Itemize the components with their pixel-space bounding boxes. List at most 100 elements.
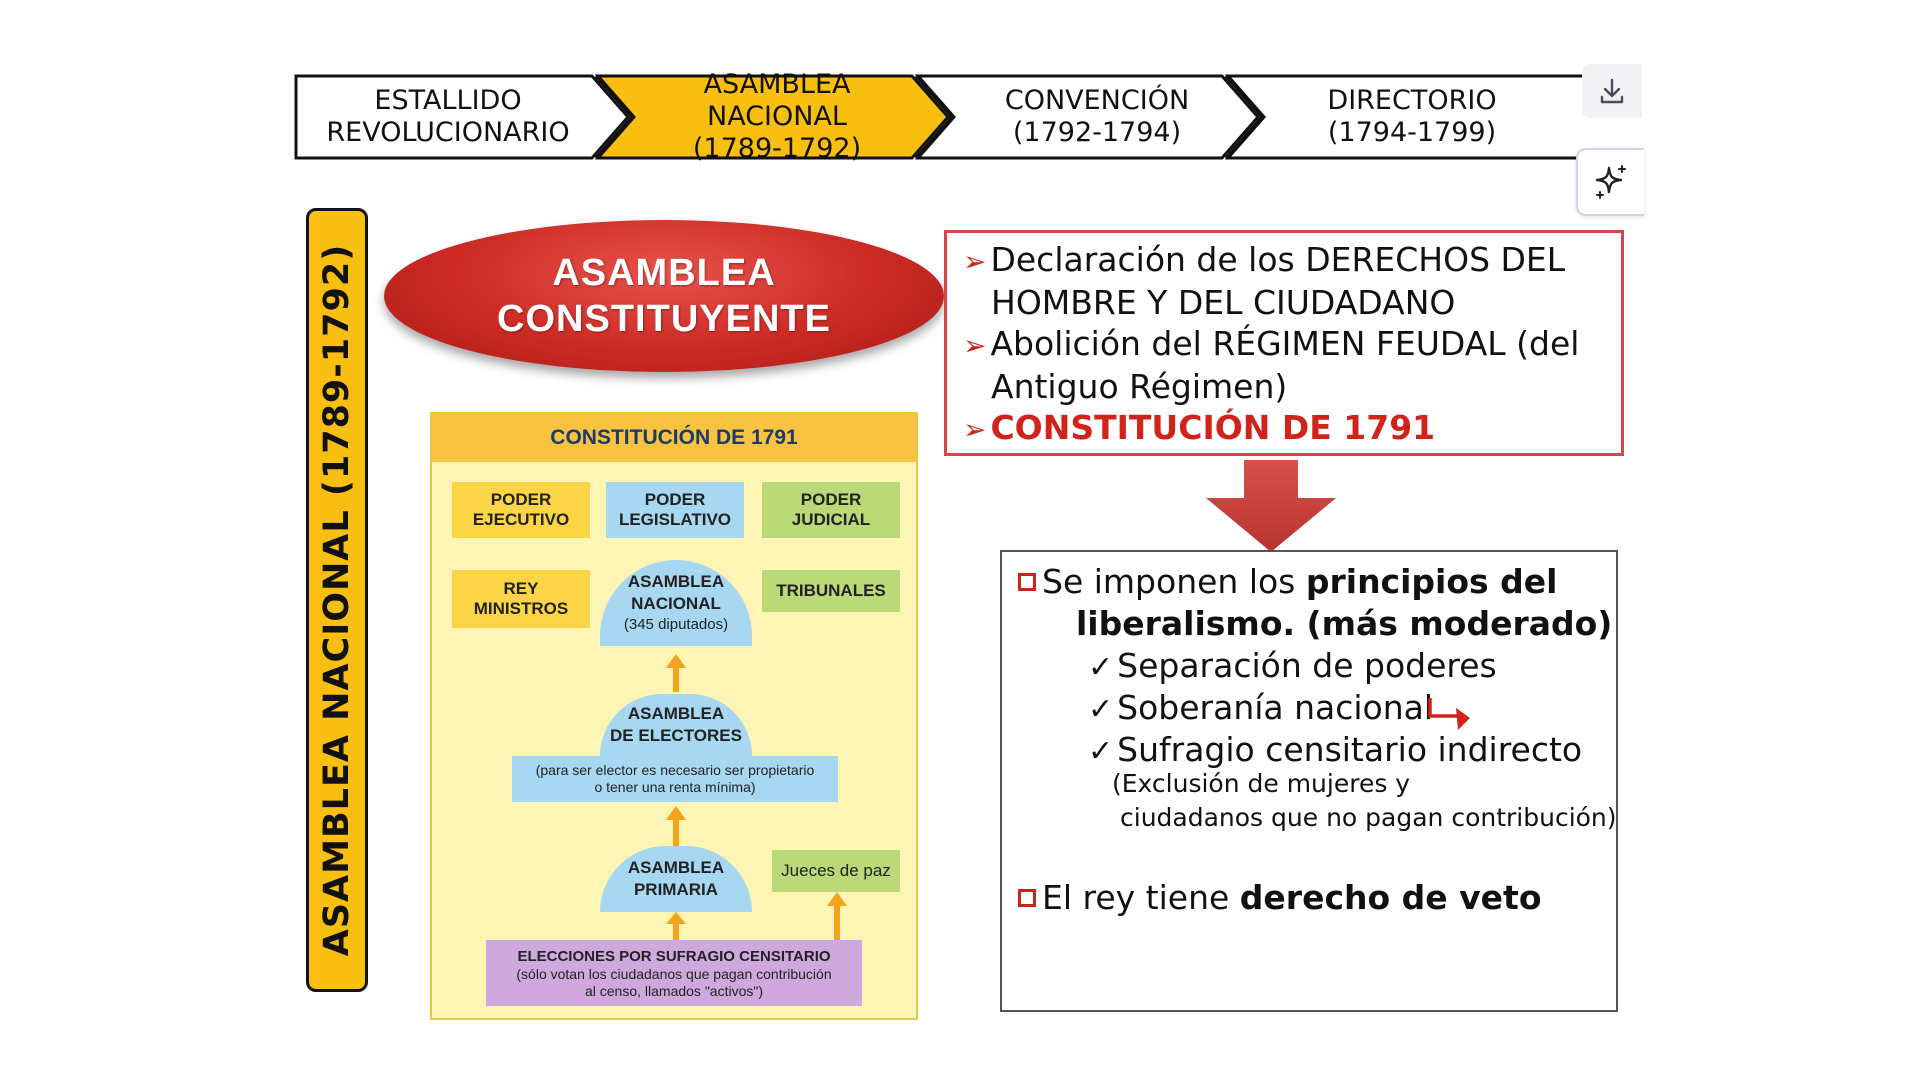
ai-assist-button[interactable] <box>1576 148 1644 216</box>
electores-note-line2: o tener una renta mínima) <box>594 779 756 795</box>
constitucion-title: CONSTITUCIÓN DE 1791 <box>432 414 916 462</box>
exclusion-note-line2: ciudadanos que no pagan contribución) <box>1120 803 1617 832</box>
asamblea-electores-line2: DE ELECTORES <box>610 726 742 745</box>
elecciones-line3: al censo, llamados "activos") <box>584 982 763 999</box>
poder-legislativo-box: PODER LEGISLATIVO <box>606 482 744 538</box>
poder-legislativo-line2: LEGISLATIVO <box>618 510 732 529</box>
asamblea-electores-dome: ASAMBLEA DE ELECTORES <box>600 694 752 756</box>
vertical-banner: ASAMBLEA NACIONAL (1789-1792) <box>306 208 368 992</box>
liberalismo-line2: liberalismo. (más moderado) <box>1076 604 1613 643</box>
square-bullet-icon <box>1018 573 1036 591</box>
timeline-step-4-line1: DIRECTORIO <box>1327 85 1497 116</box>
asamblea-nacional-line2: NACIONAL <box>631 594 721 613</box>
liberalismo-intro: Se imponen los principios del <box>1018 562 1557 602</box>
tribunales-box: TRIBUNALES <box>762 570 900 612</box>
download-button[interactable] <box>1582 64 1642 118</box>
veto-line: El rey tiene derecho de veto <box>1018 878 1542 918</box>
arrow-up-3-icon <box>666 912 686 940</box>
arrow-up-1-icon <box>666 654 686 692</box>
timeline-step-2-line2: (1789-1792) <box>692 133 862 164</box>
check-soberania-text: Soberanía nacional <box>1117 688 1434 727</box>
fact-item-3: ➢CONSTITUCIÓN DE 1791 <box>963 407 1621 450</box>
vertical-banner-text: ASAMBLEA NACIONAL (1789-1792) <box>317 243 357 957</box>
down-arrow-icon <box>1206 460 1336 552</box>
electores-note-line1: (para ser elector es necesario ser propi… <box>535 762 815 778</box>
fact-item-2-line1: Abolición del RÉGIMEN FEUDAL (del <box>990 324 1580 363</box>
checkmark-icon: ✓ <box>1088 650 1114 685</box>
jueces-de-paz-text: Jueces de paz <box>781 861 891 880</box>
asamblea-nacional-diputados: (345 diputados) <box>623 616 729 633</box>
arrow-bullet-icon: ➢ <box>963 413 987 446</box>
asamblea-nacional-line1: ASAMBLEA <box>627 572 725 591</box>
red-turn-arrow-icon <box>1428 698 1470 730</box>
timeline-arrows <box>294 74 1582 160</box>
timeline-step-3-line2: (1792-1794) <box>1012 117 1182 148</box>
timeline: ESTALLIDO REVOLUCIONARIO ASAMBLEA NACION… <box>292 69 1582 164</box>
arrow-up-2-icon <box>666 806 686 846</box>
timeline-step-directorio: DIRECTORIO (1794-1799) <box>1262 80 1562 154</box>
arrow-bullet-icon: ➢ <box>963 245 987 278</box>
electores-note-box: (para ser elector es necesario ser propi… <box>512 756 838 802</box>
poder-legislativo-line1: PODER <box>644 490 706 509</box>
asamblea-constituyente-ellipse: ASAMBLEA CONSTITUYENTE <box>384 220 944 372</box>
fact-item-1-line1: Declaración de los DERECHOS DEL <box>990 240 1566 279</box>
check-separacion-text: Separación de poderes <box>1117 646 1497 685</box>
elecciones-box: ELECCIONES POR SUFRAGIO CENSITARIO (sólo… <box>486 940 862 1006</box>
timeline-step-4-shape <box>1224 74 1582 160</box>
timeline-step-1-line1: ESTALLIDO <box>374 85 522 116</box>
poder-judicial-line1: PODER <box>800 490 862 509</box>
square-bullet-icon <box>1018 889 1036 907</box>
poder-ejecutivo-line1: PODER <box>490 490 552 509</box>
checkmark-icon: ✓ <box>1088 734 1114 769</box>
fact-item-1-line2: HOMBRE Y DEL CIUDADANO <box>991 283 1456 322</box>
timeline-step-2-shape <box>594 74 950 160</box>
facts-box: ➢Declaración de los DERECHOS DEL HOMBRE … <box>944 230 1624 456</box>
fact-item-3-text: CONSTITUCIÓN DE 1791 <box>990 408 1436 447</box>
check-sufragio-text: Sufragio censitario indirecto <box>1117 730 1583 769</box>
fact-item-2-line2: Antiguo Régimen) <box>991 367 1288 406</box>
asamblea-primaria-line1: ASAMBLEA <box>627 858 725 877</box>
timeline-step-4-line2: (1794-1799) <box>1327 117 1497 148</box>
asamblea-nacional-dome: ASAMBLEA NACIONAL (345 diputados) <box>600 560 752 646</box>
veto-bold: derecho de veto <box>1239 878 1542 917</box>
constitucion-diagram: CONSTITUCIÓN DE 1791 PODER EJECUTIVO POD… <box>430 412 918 1020</box>
liberalismo-intro-plain: Se imponen los <box>1042 562 1306 601</box>
arrow-bullet-icon: ➢ <box>963 329 987 362</box>
veto-plain: El rey tiene <box>1042 878 1240 917</box>
poder-ejecutivo-box: PODER EJECUTIVO <box>452 482 590 538</box>
download-icon <box>1600 78 1624 104</box>
asamblea-electores-line1: ASAMBLEA <box>627 704 725 723</box>
asamblea-primaria-line2: PRIMARIA <box>633 880 719 899</box>
timeline-step-3-line1: CONVENCIÓN <box>1004 85 1190 116</box>
sparkle-icon <box>1595 165 1626 199</box>
tribunales-text: TRIBUNALES <box>776 581 886 600</box>
timeline-step-asamblea: ASAMBLEA NACIONAL (1789-1792) <box>632 69 922 164</box>
check-sufragio: ✓Sufragio censitario indirecto <box>1088 730 1582 772</box>
timeline-step-1-line2: REVOLUCIONARIO <box>326 117 570 148</box>
timeline-step-3-shape <box>914 74 1260 160</box>
timeline-step-estallido: ESTALLIDO REVOLUCIONARIO <box>298 80 598 154</box>
rey-line: REY <box>503 579 539 598</box>
asamblea-primaria-dome: ASAMBLEA PRIMARIA <box>600 846 752 912</box>
ellipse-line2: CONSTITUYENTE <box>497 298 831 340</box>
liberalismo-box: Se imponen los principios del liberalism… <box>1000 550 1618 1012</box>
fact-item-2: ➢Abolición del RÉGIMEN FEUDAL (del <box>963 323 1621 366</box>
checkmark-icon: ✓ <box>1088 692 1114 727</box>
arrow-up-4-icon <box>827 892 847 940</box>
rey-ministros-box: REY MINISTROS <box>452 570 590 628</box>
jueces-de-paz-box: Jueces de paz <box>772 850 900 892</box>
ministros-line: MINISTROS <box>473 599 569 618</box>
check-separacion: ✓Separación de poderes <box>1088 646 1497 688</box>
timeline-step-convencion: CONVENCIÓN (1792-1794) <box>952 80 1242 154</box>
poder-ejecutivo-line2: EJECUTIVO <box>472 510 570 529</box>
poder-judicial-line2: JUDICIAL <box>791 510 871 529</box>
ellipse-line1: ASAMBLEA <box>552 252 776 294</box>
check-soberania: ✓Soberanía nacional <box>1088 688 1433 730</box>
liberalismo-intro-bold: principios del <box>1305 562 1558 601</box>
elecciones-line2: (sólo votan los ciudadanos que pagan con… <box>516 965 832 982</box>
fact-item-1: ➢Declaración de los DERECHOS DEL <box>963 239 1621 282</box>
elecciones-title: ELECCIONES POR SUFRAGIO CENSITARIO <box>517 947 831 965</box>
timeline-step-1-shape <box>294 74 630 160</box>
timeline-step-2-line1: ASAMBLEA NACIONAL <box>703 69 851 132</box>
exclusion-note-line1: (Exclusión de mujeres y <box>1112 769 1411 798</box>
